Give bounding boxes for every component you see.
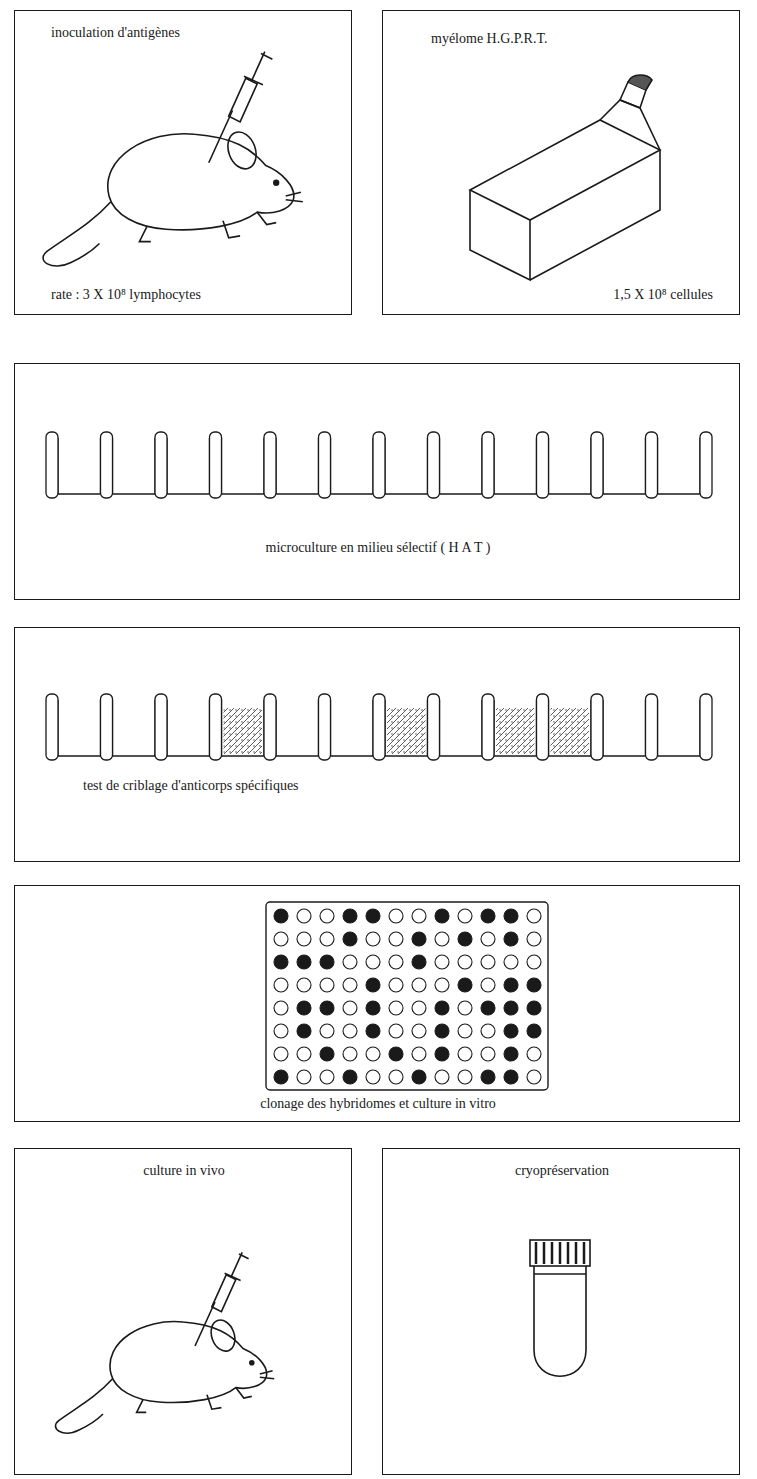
mouse-drawing	[55, 1252, 274, 1433]
panel-box: clonage des hybridomes et culture in vit…	[14, 885, 740, 1122]
panel-label: test de criblage d'anticorps spécifiques	[83, 778, 299, 795]
panel-box: inoculation d'antigènes rate : 3 X 10⁸ ly…	[14, 10, 352, 315]
panel-label: cryopréservation	[515, 1163, 609, 1180]
panel-label: myélome H.G.P.R.T.	[431, 31, 547, 48]
panel-label: microculture en milieu sélectif ( H A T …	[266, 540, 491, 557]
panel-box: culture in vivo	[14, 1148, 352, 1475]
panel-label: rate : 3 X 10⁸ lymphocytes	[51, 287, 201, 304]
culture-wells	[46, 432, 712, 498]
mouse-drawing	[43, 52, 303, 266]
panel-label: clonage des hybridomes et culture in vit…	[260, 1096, 496, 1113]
panel-label: inoculation d'antigènes	[51, 25, 180, 42]
panel-label: 1,5 X 10⁸ cellules	[613, 287, 713, 304]
panel-label: culture in vivo	[143, 1163, 225, 1180]
cryo-tube	[530, 1240, 590, 1376]
culture-flask	[470, 75, 660, 280]
panel-box: microculture en milieu sélectif ( H A T …	[14, 363, 740, 600]
screening-wells	[46, 694, 712, 760]
panel-box: cryopréservation	[382, 1148, 740, 1475]
panel-box: myélome H.G.P.R.T. 1,5 X 10⁸ cellules	[382, 10, 740, 315]
panel-box: test de criblage d'anticorps spécifiques	[14, 627, 740, 862]
microplate	[266, 902, 548, 1090]
